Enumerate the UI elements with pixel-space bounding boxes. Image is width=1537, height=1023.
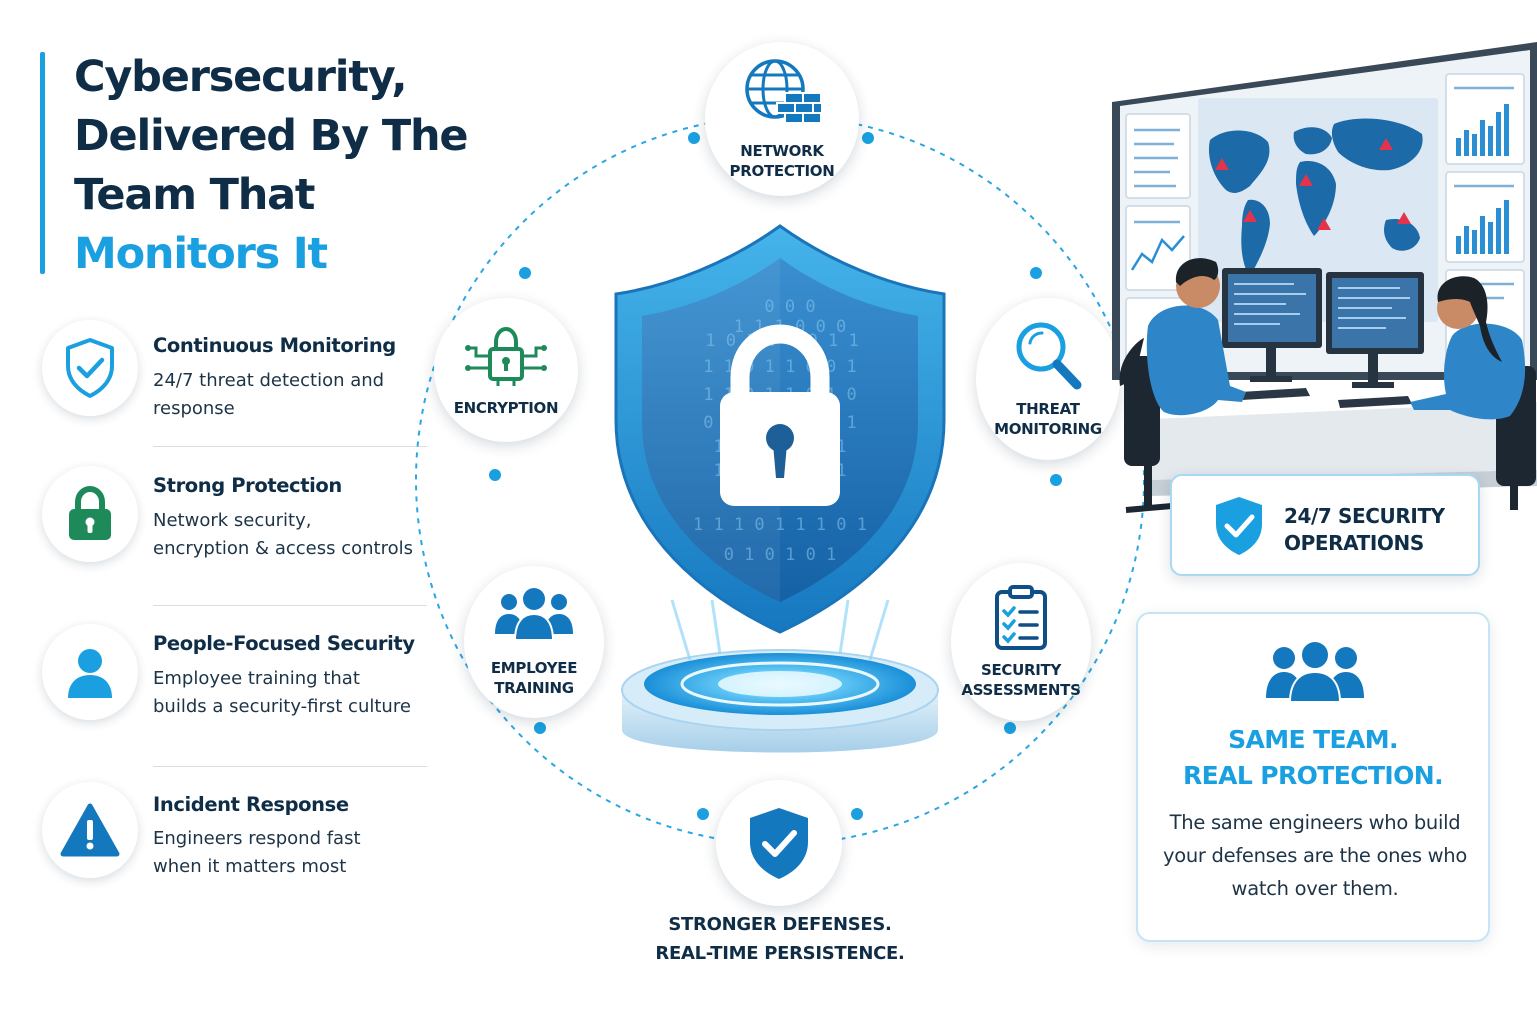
divider [153, 766, 427, 767]
feature-description: Engineers respond fast when it matters m… [153, 828, 361, 877]
hologram-platform [621, 599, 939, 753]
team-description: The same engineers who build your defens… [1163, 811, 1467, 900]
binary-text: 1 1 1 1 1 1 1 [713, 461, 846, 481]
divider [153, 446, 427, 447]
binary-text: 1 1 0 1 1 0 1 0 [703, 385, 857, 405]
clipboard-checklist-icon [995, 585, 1047, 650]
feature-title: Continuous Monitoring [153, 334, 396, 357]
headline-accent-bar [40, 52, 45, 274]
node-label: NETWORK PROTECTION [729, 142, 835, 180]
group-icon [495, 588, 573, 641]
soc-badge: 24/7 SECURITY OPERATIONS [1170, 474, 1480, 576]
magnifier-icon [1016, 322, 1082, 390]
padlock-icon [42, 466, 138, 562]
binary-text: 0 1 1 1 1 0 1 1 [703, 413, 857, 433]
team-card: SAME TEAM. REAL PROTECTION. The same eng… [1136, 612, 1490, 942]
node-network-protection: NETWORK PROTECTION [705, 42, 859, 196]
feature-description: Employee training that builds a security… [153, 668, 411, 717]
group-icon [1266, 640, 1364, 703]
node-label: THREAT MONITORING [994, 400, 1102, 438]
shield-check-icon [1216, 497, 1262, 555]
binary-text: 1 1 0 1 1 0 0 1 [703, 357, 857, 377]
feature-description: Network security, encryption & access co… [153, 510, 413, 559]
node-employee-training: EMPLOYEE TRAINING [464, 566, 604, 718]
divider [153, 605, 427, 606]
binary-text: 0 0 0 [764, 297, 815, 317]
team-heading: SAME TEAM. REAL PROTECTION. [1182, 725, 1444, 790]
circuit-lock-icon [465, 326, 547, 386]
binary-text: 0 1 1 1 1 [734, 489, 826, 509]
feature-title: Strong Protection [153, 474, 342, 497]
warning-icon [42, 782, 138, 878]
node-label: EMPLOYEE TRAINING [490, 659, 578, 697]
person-icon [42, 624, 138, 720]
binary-text: 0 1 0 1 0 1 [724, 545, 837, 565]
globe-firewall-icon [745, 59, 823, 124]
shield-lock-icon: 0 0 0 1 1 1 0 0 0 1 0 1 0 0 0 1 1 1 1 0 … [614, 224, 946, 634]
tagline-line-1: STRONGER DEFENSES. [668, 914, 892, 935]
title-line-3: Team That [74, 170, 315, 220]
shield-check-icon [750, 808, 808, 879]
shield-check-icon [42, 320, 138, 416]
feature-title: Incident Response [153, 793, 349, 816]
orbit-dots [489, 132, 1062, 820]
node-encryption: ENCRYPTION [434, 298, 578, 442]
node-bottom-shield [716, 780, 842, 906]
title-line-2: Delivered By The [74, 111, 469, 161]
orbit-ring [415, 115, 1145, 845]
title-line-1: Cybersecurity, [74, 52, 408, 102]
node-security-assessments: SECURITY ASSESSMENTS [951, 563, 1091, 721]
tagline-line-2: REAL-TIME PERSISTENCE. [655, 943, 905, 964]
node-label: ENCRYPTION [453, 399, 559, 417]
node-label: SECURITY ASSESSMENTS [961, 661, 1081, 699]
binary-text: 1 1 1 1 0 1 1 [713, 437, 846, 457]
title-line-4: Monitors It [74, 229, 328, 279]
binary-text: 1 1 1 0 0 0 [734, 317, 847, 337]
page-title: Cybersecurity, Delivered By The Team Tha… [74, 48, 494, 284]
binary-text: 1 1 1 0 1 1 1 0 1 [693, 515, 867, 535]
security-operations-center-illustration [1112, 42, 1537, 513]
feature-title: People-Focused Security [153, 632, 415, 655]
binary-text: 1 0 1 0 0 0 1 1 [705, 331, 859, 351]
soc-badge-text: 24/7 SECURITY OPERATIONS [1284, 504, 1445, 555]
diagram-tagline: STRONGER DEFENSES. REAL-TIME PERSISTENCE… [600, 910, 960, 968]
feature-description: 24/7 threat detection and response [153, 370, 385, 419]
node-threat-monitoring: THREAT MONITORING [976, 298, 1120, 460]
